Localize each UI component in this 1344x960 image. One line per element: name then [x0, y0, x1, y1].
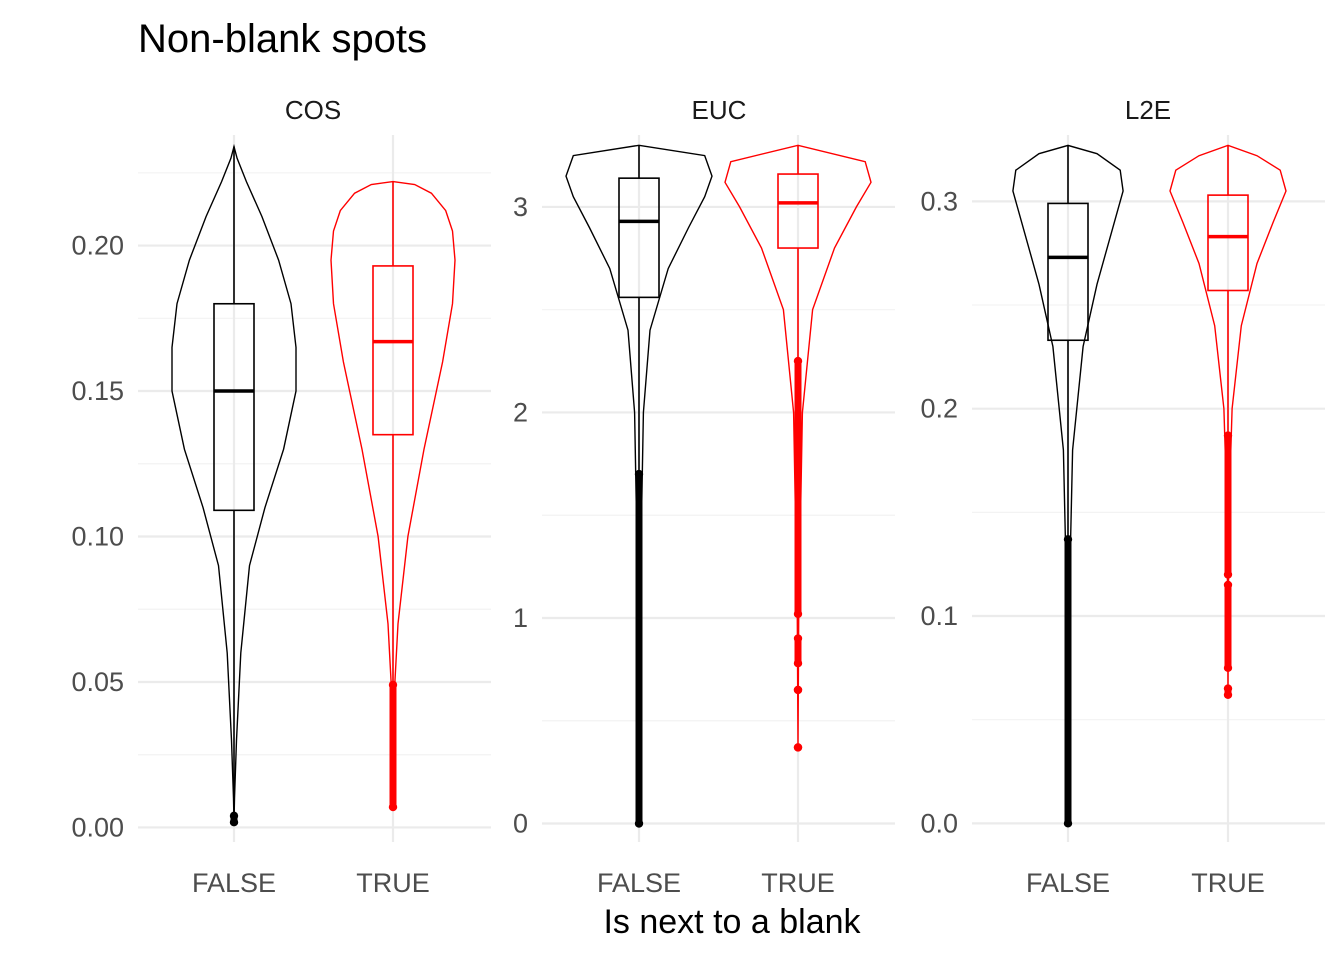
iqr-box — [1207, 194, 1249, 292]
x-tick-label: FALSE — [192, 868, 276, 898]
x-axis-title: Is next to a blank — [603, 903, 861, 941]
outlier-point — [793, 634, 803, 643]
outlier-point — [388, 802, 398, 812]
y-tick-label: 0.1 — [920, 601, 958, 631]
outlier-point — [793, 658, 803, 668]
y-tick-label: 0.2 — [920, 394, 958, 424]
y-tick-label: 0.0 — [920, 808, 958, 838]
facet-cos: 0.00 0.05 0.10 0.15 0.20 COS FALSE TRUE — [71, 95, 491, 898]
x-tick-label: TRUE — [356, 868, 430, 898]
y-tick-label: 0.05 — [71, 667, 124, 697]
x-tick-label: FALSE — [597, 868, 681, 898]
violin-group-true — [724, 144, 872, 752]
violin-group-false — [1012, 144, 1124, 828]
iqr-box — [213, 302, 255, 512]
violin-group-true — [330, 180, 456, 812]
outlier-point — [634, 469, 644, 479]
outlier-point — [634, 819, 644, 828]
outlier-point — [1223, 690, 1233, 699]
facet-l2e: 0.0 0.1 0.2 0.3 L2E FALSE TRUE — [920, 95, 1325, 898]
x-tick-label: TRUE — [1191, 868, 1265, 898]
outlier-point — [388, 680, 398, 690]
x-tick-label: FALSE — [1026, 868, 1110, 898]
facet-strip-label: COS — [285, 95, 341, 125]
facet-strip-label: EUC — [692, 95, 747, 125]
y-tick-label: 0 — [513, 809, 528, 839]
violin-group-true — [1169, 144, 1287, 699]
y-tick-label: 3 — [513, 192, 528, 222]
y-tick-label: 0.10 — [71, 522, 124, 552]
iqr-box — [1047, 202, 1089, 342]
y-tick-label: 0.20 — [71, 231, 124, 261]
iqr-box — [372, 265, 414, 436]
iqr-box — [618, 177, 660, 299]
x-tick-label: TRUE — [761, 868, 835, 898]
outlier-point — [229, 818, 239, 827]
y-tick-label: 0.15 — [71, 376, 124, 406]
y-tick-label: 0.00 — [71, 812, 124, 842]
outlier-point — [793, 743, 803, 752]
violin-shape — [171, 143, 297, 822]
outlier-point — [1223, 663, 1233, 673]
violin-group-false — [565, 144, 713, 828]
y-tick-label: 1 — [513, 603, 528, 633]
outlier-point — [793, 356, 803, 366]
outlier-point — [1063, 535, 1073, 544]
facet-strip-label: L2E — [1125, 95, 1171, 125]
facet-panels: 0.00 0.05 0.10 0.15 0.20 COS FALSE TRUE 0 1 2 3 EUC F… — [71, 95, 1325, 898]
outlier-point — [793, 609, 803, 619]
y-tick-label: 0.3 — [920, 186, 958, 216]
outlier-point — [1223, 570, 1233, 579]
outlier-point — [1223, 580, 1233, 590]
y-tick-label: 2 — [513, 397, 528, 427]
iqr-box — [777, 173, 819, 249]
outlier-point — [1223, 684, 1233, 693]
outlier-point — [793, 685, 803, 695]
violin-group-false — [171, 143, 297, 827]
facet-euc: 0 1 2 3 EUC FALSE TRUE — [513, 95, 895, 898]
outlier-point — [1063, 819, 1073, 828]
outlier-point — [229, 811, 239, 821]
chart-title: Non-blank spots — [138, 17, 427, 61]
outlier-point — [1223, 431, 1233, 440]
